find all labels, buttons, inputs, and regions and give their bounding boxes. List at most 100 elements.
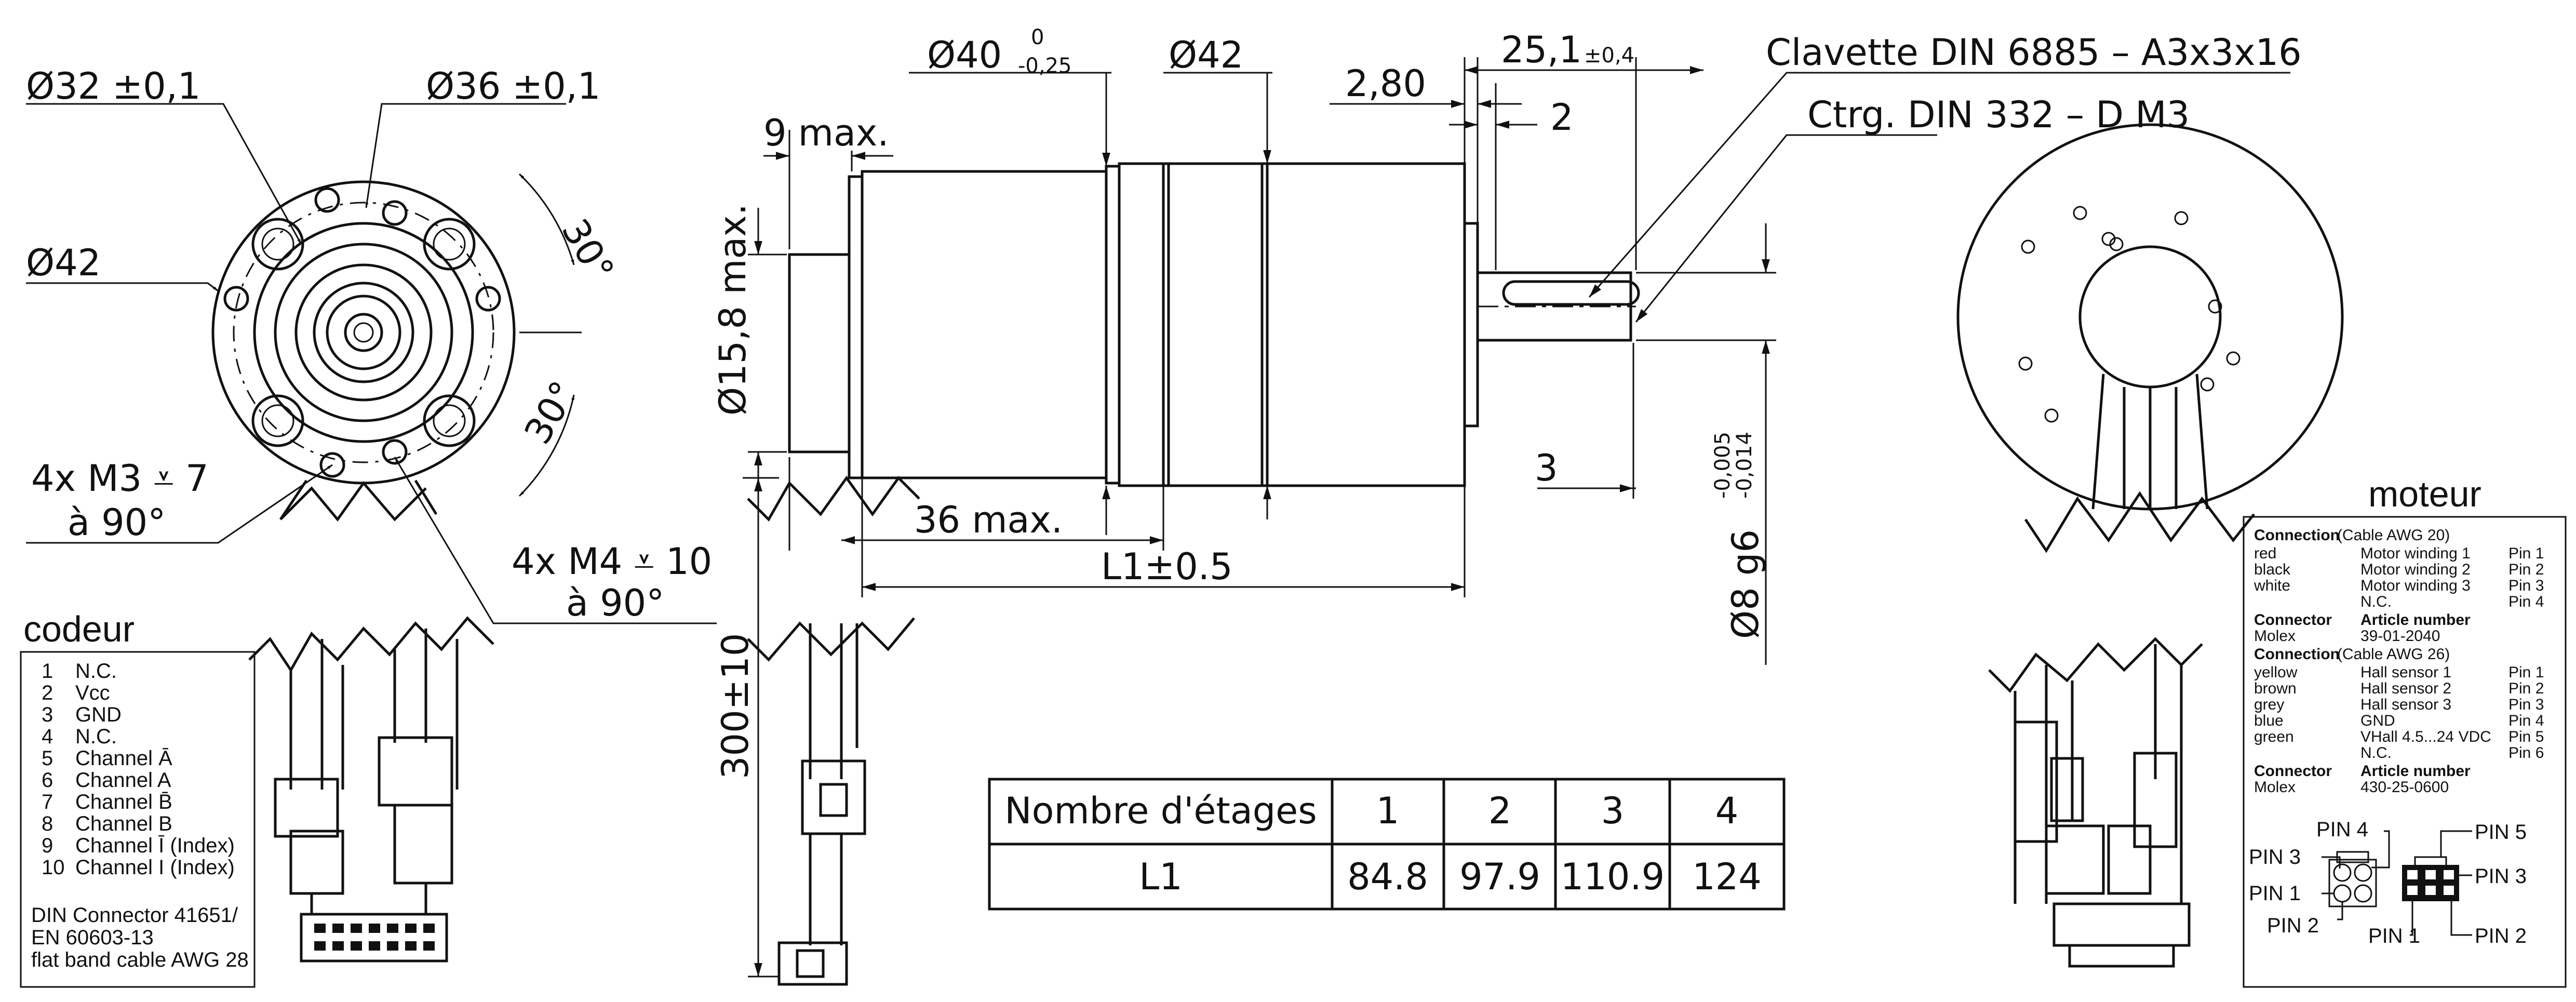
conn2-article: Article number (2360, 763, 2471, 780)
m3-thread-label: 4x M3 ⩡ 7 (31, 457, 209, 500)
motor-cable (1988, 637, 2203, 968)
dim-25-1-tol: ±0,4 (1584, 44, 1634, 68)
table-l1-1: 84.8 (1347, 856, 1428, 898)
wire-color: blue (2254, 712, 2284, 729)
pin-name: Channel Ī (Index) (75, 834, 235, 857)
table-header-label: Nombre d'étages (1004, 790, 1317, 832)
table-stage-1: 1 (1376, 790, 1400, 832)
dim-2-label: 2 (1550, 96, 1574, 139)
rear-view (1956, 123, 2344, 553)
dia-40-tol-upper: 0 (1031, 25, 1044, 49)
pin-num: 9 (42, 834, 53, 857)
wire-pin: Pin 2 (2508, 561, 2544, 578)
side-view: Ø40 0 -0,25 Ø42 9 max. 2,80 25,1 ±0,4 2 … (712, 25, 2302, 986)
table-row-label: L1 (1139, 856, 1183, 898)
cable-length-label: 300±10 (714, 633, 757, 779)
wire-pin: Pin 1 (2508, 664, 2544, 681)
center-label: Ctrg. DIN 332 – D M3 (1807, 93, 2190, 136)
pin-name: Channel B̄ (75, 791, 172, 813)
l1-label: L1±0.5 (1101, 545, 1233, 588)
wire-desc: N.C. (2360, 593, 2392, 610)
conn-a-pin3: PIN 3 (2249, 846, 2301, 869)
wire-pin: Pin 5 (2508, 728, 2544, 745)
dia-36-label: Ø36 ±0,1 (426, 65, 600, 108)
wire-desc: N.C. (2360, 744, 2392, 761)
wire-desc: Motor winding 3 (2360, 577, 2471, 594)
wire-pin: Pin 1 (2508, 545, 2544, 562)
conn2-connector: Connector (2254, 763, 2332, 780)
conn-a-pin1: PIN 1 (2249, 882, 2301, 905)
wire-desc: GND (2360, 712, 2395, 729)
conn1-maker: Molex (2254, 627, 2296, 645)
pin-name: N.C. (75, 660, 117, 683)
pin-name: Channel Ā (75, 747, 172, 770)
wire-color: green (2254, 728, 2294, 745)
m4-holes (251, 218, 476, 447)
conn1-number: 39-01-2040 (2360, 627, 2440, 645)
dia-8-tol-upper: -0,005 (1711, 432, 1735, 499)
angle-top-label: 30° (553, 212, 622, 289)
dia-40-label: Ø40 (927, 34, 1002, 76)
wire-color: brown (2254, 680, 2297, 697)
encoder-connector-pins (314, 924, 435, 951)
dia-42-label: Ø42 (26, 242, 101, 284)
pin-name: N.C. (75, 725, 117, 748)
conn1-connector: Connector (2254, 611, 2332, 629)
m4-thread-label: 4x M4 ⩡ 10 (512, 540, 712, 583)
dim-2-80-label: 2,80 (1345, 62, 1426, 105)
wire-pin: Pin 4 (2508, 593, 2544, 610)
wire-desc: VHall 4.5...24 VDC (2360, 728, 2491, 745)
wire-color: white (2253, 577, 2290, 594)
pin-num: 1 (42, 660, 53, 683)
conn-a-pin2: PIN 2 (2267, 914, 2319, 937)
conn-b-pin5: PIN 5 (2475, 821, 2527, 844)
conn-a-pin4: PIN 4 (2316, 818, 2368, 841)
key-label: Clavette DIN 6885 – A3x3x16 (1766, 31, 2302, 74)
conn-b-pin2: PIN 2 (2475, 925, 2527, 947)
pin-name: GND (75, 703, 122, 726)
dia-40-tol-lower: -0,25 (1018, 54, 1072, 78)
connector-a-diagram: PIN 3 PIN 1 PIN 2 PIN 4 (2249, 818, 2390, 937)
wire-desc: Motor winding 1 (2360, 545, 2471, 562)
table-stage-4: 4 (1715, 790, 1739, 832)
nine-max-label: 9 max. (763, 112, 889, 154)
wire-pin: Pin 4 (2508, 712, 2544, 729)
conn-b-pin3: PIN 3 (2475, 865, 2527, 888)
wire-color: grey (2254, 696, 2284, 713)
conn2-title: Connection (2254, 646, 2340, 663)
m3-holes (223, 187, 501, 478)
encoder-cable (248, 616, 494, 963)
wire-color: yellow (2254, 664, 2298, 681)
pin-name: Channel A (75, 769, 171, 792)
wire-desc: Hall sensor 2 (2360, 680, 2451, 697)
pin-name: Vcc (75, 682, 110, 704)
pin-num: 10 (42, 856, 65, 879)
table-l1-4: 124 (1692, 856, 1762, 898)
pin-name: Channel B (75, 812, 172, 835)
stages-table: Nombre d'étages L1 1 2 3 4 84.8 97.9 110… (988, 778, 1786, 911)
encoder-footer-3: flat band cable AWG 28 (31, 948, 249, 971)
pin-num: 5 (42, 747, 53, 770)
conn1-article: Article number (2360, 611, 2471, 629)
wire-pin: Pin 3 (2508, 696, 2544, 713)
conn2-maker: Molex (2254, 779, 2296, 796)
wire-pin: Pin 6 (2508, 744, 2544, 761)
front-view: Ø32 ±0,1 Ø36 ±0,1 Ø42 30° 30° 4x M3 ⩡ 7 … (26, 65, 717, 624)
wire-desc: Motor winding 2 (2360, 561, 2471, 578)
pin-name: Channel I (Index) (75, 856, 235, 879)
thirty-six-max-label: 36 max. (914, 499, 1063, 541)
dia-42-side-label: Ø42 (1169, 34, 1243, 76)
motor-title: moteur (2368, 474, 2481, 514)
dia-8-label: Ø8 g6 (1724, 529, 1767, 639)
encoder-footer-1: DIN Connector 41651/ (31, 904, 238, 927)
table-l1-2: 97.9 (1459, 856, 1540, 898)
conn1-title: Connection (2254, 527, 2340, 544)
wire-color: black (2254, 561, 2291, 578)
pin-num: 6 (42, 769, 53, 792)
